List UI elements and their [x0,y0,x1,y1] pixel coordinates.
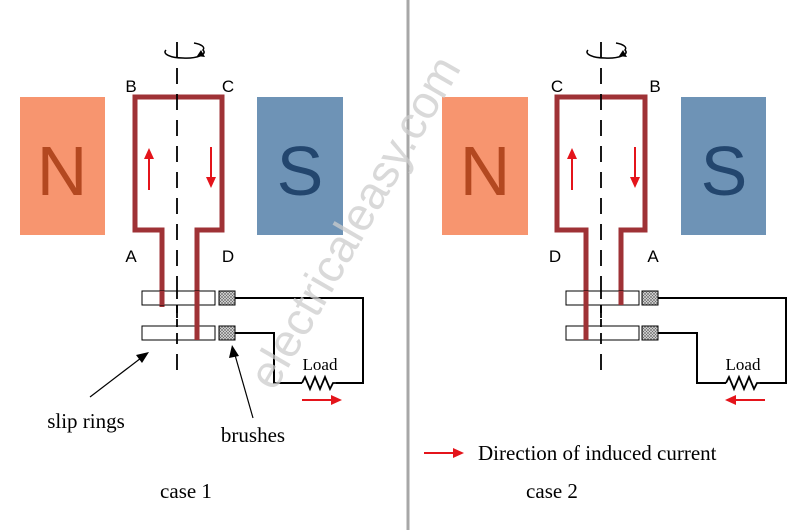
case1-north-pole [20,97,105,235]
case2-slip-ring-upper [565,290,640,306]
case2-corner-bottom-right: A [647,247,659,266]
case1-corner-bottom-right: D [222,247,234,266]
legend-arrow [424,448,464,458]
case1-coil [132,94,225,325]
case1-current-arrow-up [144,148,154,190]
case2-north-label: N [460,132,511,210]
case2-south-pole [681,97,766,235]
case1-corner-top-right: C [222,77,234,96]
case1-caption: case 1 [160,479,212,503]
case2-load-label: Load [726,355,761,374]
case1-south-pole [257,97,343,235]
case2-load-current-arrow [725,395,765,405]
case2-north-pole [442,97,528,235]
case1-corner-bottom-left: A [125,247,137,266]
case1-rotation-arrow [164,42,205,59]
case1-current-arrow-down [206,147,216,188]
case2-brush-lower [641,325,659,341]
case2-slip-ring-lower [565,325,640,341]
case2-current-arrow-down [630,147,640,188]
case2-corner-top-right: B [649,77,660,96]
case2-south-label: S [701,132,748,210]
case1-slip-rings-label: slip rings [47,409,125,433]
case1-brush-lower [218,325,236,341]
case1-panel: N S B C A D [20,42,364,503]
case1-wire-lower [235,332,302,384]
case1-corner-top-left: B [125,77,136,96]
case1-load-current-arrow [302,395,342,405]
case1-brushes-pointer [229,345,254,419]
case2-wire-lower [658,332,726,384]
case1-brushes-label: brushes [221,423,285,447]
case2-rotation-arrow [586,42,627,59]
case2-brush-upper [641,290,659,306]
case1-north-label: N [37,132,88,210]
case1-load-resistor [301,374,336,392]
legend-text: Direction of induced current [478,441,717,465]
case2-current-arrow-up [567,148,577,190]
case2-caption: case 2 [526,479,578,503]
case2-wire-upper [658,297,787,384]
case1-brush-upper [218,290,236,306]
case1-load-label: Load [303,355,338,374]
case2-load-resistor [725,374,760,392]
case2-panel: N S C B D A [424,42,787,503]
case1-slip-rings-pointer [89,352,149,398]
case1-south-label: S [277,132,324,210]
case2-corner-bottom-left: D [549,247,561,266]
case1-slip-ring-lower [141,325,216,341]
case1-wire-upper [235,297,364,384]
case1-slip-ring-upper [141,290,216,306]
case2-corner-top-left: C [551,77,563,96]
